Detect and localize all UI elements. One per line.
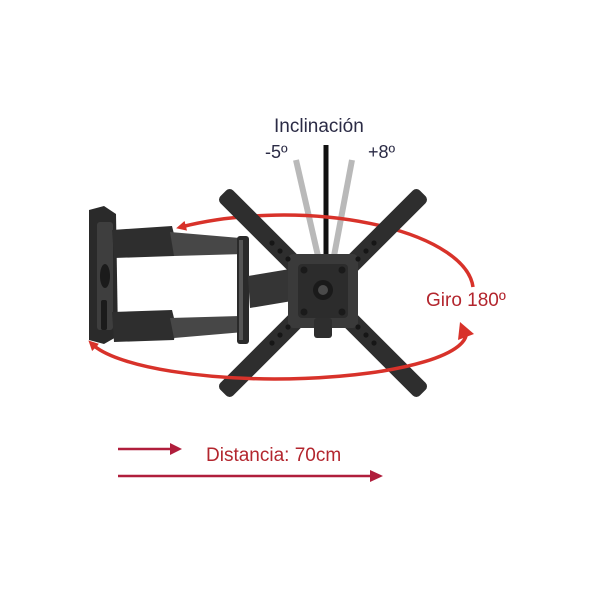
elbow-hinge-highlight (239, 240, 243, 340)
tilt-minus-line (293, 159, 321, 257)
upper-arm-1 (112, 226, 176, 258)
bolt-2 (338, 266, 346, 274)
distance-arrowhead-short (170, 443, 182, 455)
swivel-label: Giro 180º (426, 290, 506, 311)
tilt-title: Inclinación (274, 116, 364, 137)
distance-arrowhead-long (370, 470, 383, 482)
tilt-minus-label: -5º (265, 142, 288, 162)
swivel-arrowhead-right (458, 322, 474, 340)
tilt-plus-line (331, 159, 355, 257)
tilt-plus-label: +8º (368, 142, 396, 162)
vesa-plate (219, 189, 427, 397)
bottom-tab (314, 318, 332, 338)
bolt-1 (300, 266, 308, 274)
distance-label: Distancia: 70cm (206, 445, 342, 466)
vesa-slots (269, 240, 377, 346)
bolt-3 (300, 308, 308, 316)
swivel-arc-back (176, 213, 475, 288)
lower-arm-2 (170, 316, 244, 338)
vesa-center-boss (318, 285, 328, 295)
upper-arm-2 (170, 232, 244, 256)
wall-plate-stem-top (101, 300, 107, 330)
swivel-arc-front (88, 329, 469, 381)
bolt-4 (338, 308, 346, 316)
distance-arrows (118, 443, 383, 482)
wall-mount (89, 206, 298, 344)
tilt-extension (248, 268, 298, 308)
lower-arm-1 (112, 310, 176, 342)
wall-plate-hole (100, 264, 110, 288)
tilt-lines (293, 145, 355, 257)
